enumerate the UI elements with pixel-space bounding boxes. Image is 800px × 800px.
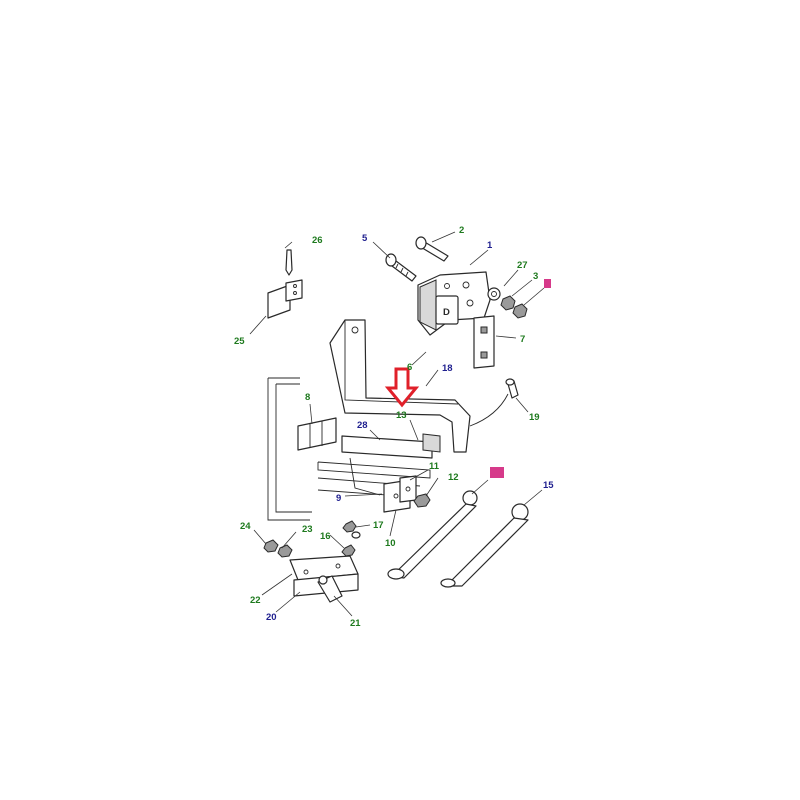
callout-28[interactable]: 28 [357,420,368,431]
callout-8[interactable]: 8 [305,392,310,403]
part-9-11-latch [349,457,417,513]
part-4-nut [512,303,528,319]
callout-19[interactable]: 19 [529,412,540,423]
callout-1[interactable]: 1 [487,240,493,251]
part-5-bolt [385,253,417,282]
callout-20[interactable]: 20 [266,612,277,623]
callout-16[interactable]: 16 [320,531,331,542]
svg-text:D: D [443,307,450,318]
callout-6[interactable]: 6 [407,362,412,373]
callout-17[interactable]: 17 [373,520,384,531]
callout-26[interactable]: 26 [312,235,323,246]
callout-14-highlight[interactable] [490,467,504,478]
callout-27[interactable]: 27 [517,260,528,271]
callout-9[interactable]: 9 [336,493,341,504]
callout-7[interactable]: 7 [520,334,525,345]
callout-12[interactable]: 12 [448,472,459,483]
callout-24[interactable]: 24 [240,521,251,532]
callout-13[interactable]: 13 [396,410,407,421]
part-14-strap [387,490,478,580]
parts-drawing: D [263,236,529,603]
part-6-strap [329,319,471,453]
callout-10[interactable]: 10 [385,538,396,549]
part-2-bolt [415,236,449,262]
callout-4-highlight[interactable] [544,279,551,288]
callout-5[interactable]: 5 [362,233,368,244]
part-18-19-cable [469,378,519,427]
callout-21[interactable]: 21 [350,618,361,629]
part-15-strap [440,503,529,588]
part-12-nut [413,493,431,508]
red-down-arrow-icon [384,367,420,408]
part-25-bracket [267,279,303,319]
callout-22[interactable]: 22 [250,595,261,606]
callout-25[interactable]: 25 [234,336,245,347]
callout-11[interactable]: 11 [429,461,440,472]
part-3-nut [500,295,516,311]
callout-3[interactable]: 3 [533,271,538,282]
leader-lines [249,231,545,617]
part-7-plate [473,315,495,369]
part-27-washer [487,287,501,301]
part-28-rod [341,433,441,459]
part-21-bolt [317,575,343,603]
part-22-bracket [289,555,359,597]
callout-18[interactable]: 18 [442,363,453,374]
callout-labels: 1 2 3 5 6 7 8 9 10 11 12 13 15 16 17 18 … [234,225,554,629]
part-26-pin [285,249,293,276]
part-23-24-nuts [263,539,293,558]
callout-23[interactable]: 23 [302,524,313,535]
part-16-17-nuts [341,520,361,557]
callout-2[interactable]: 2 [459,225,464,236]
door-frame [267,377,431,521]
callout-15[interactable]: 15 [543,480,554,491]
part-8-bracket [297,417,337,451]
part-1-hinge: D [417,271,491,336]
